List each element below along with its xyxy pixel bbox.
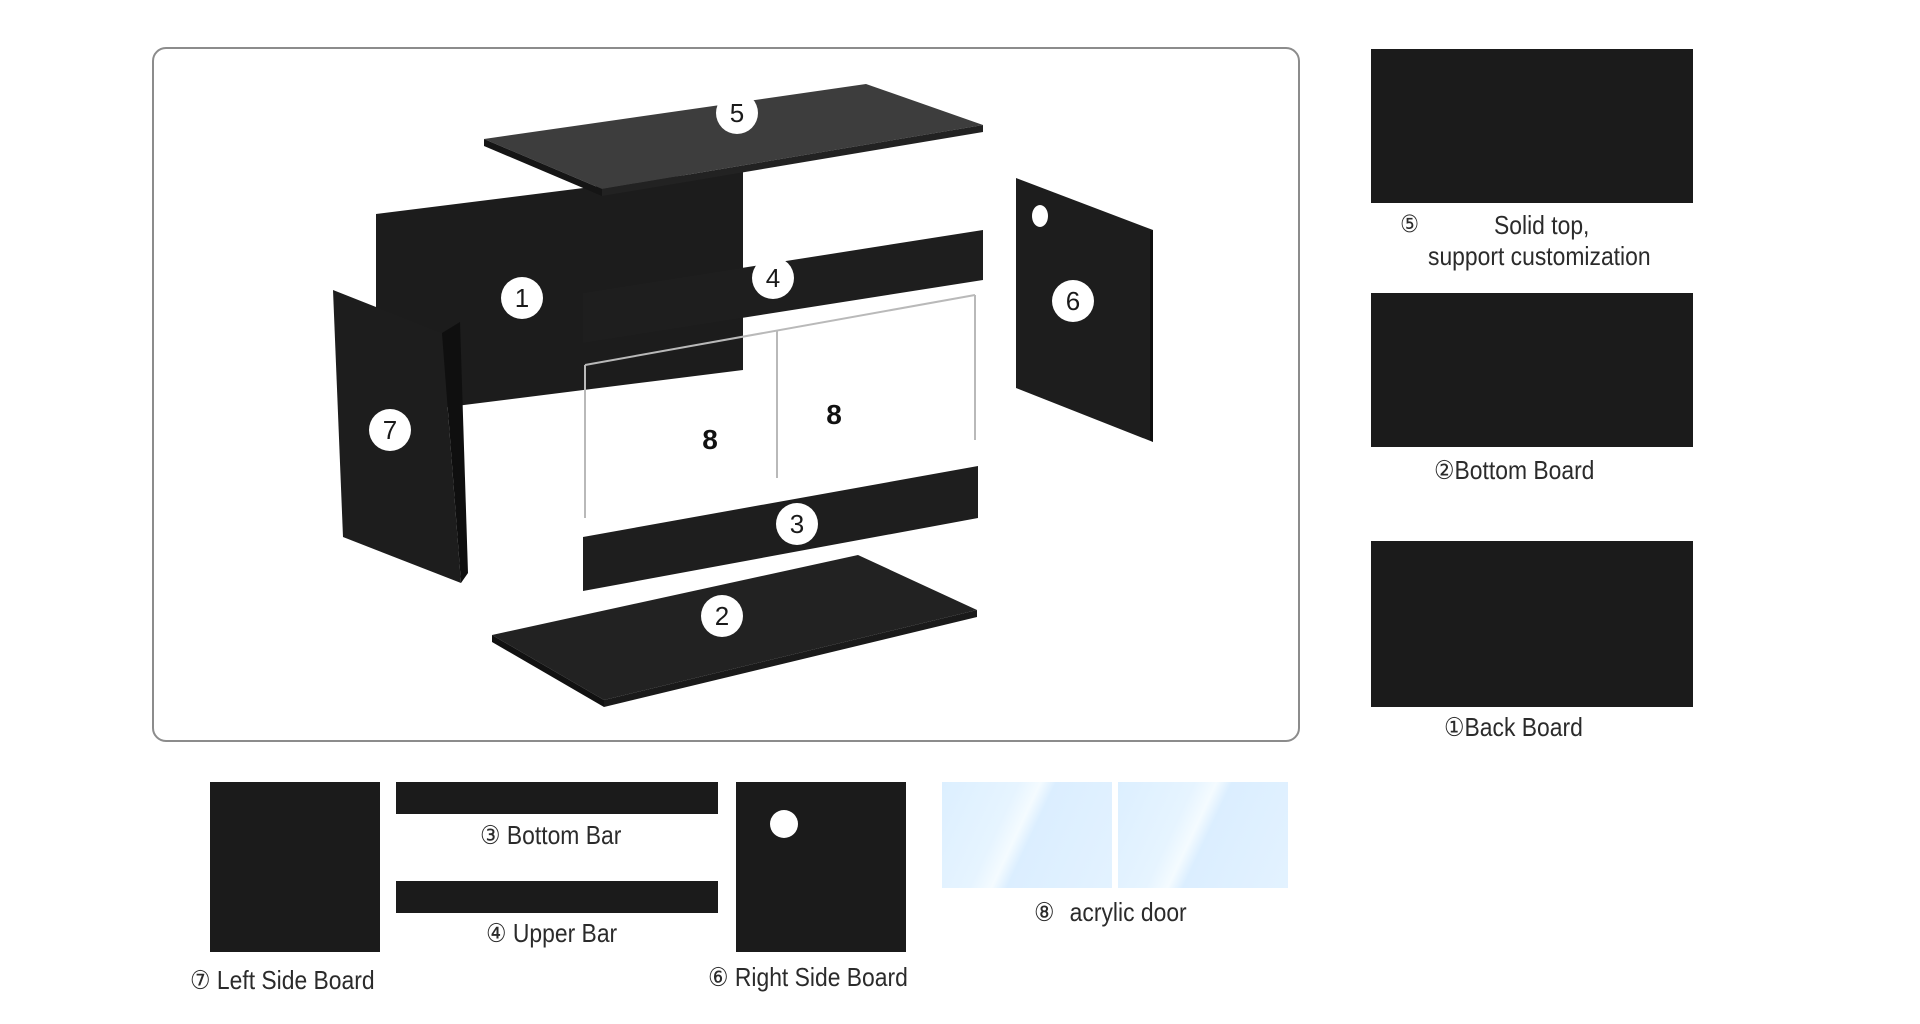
right-side-board-caption: ⑥ Right Side Board — [708, 964, 908, 990]
door-label-left: 8 — [702, 424, 718, 455]
solid-top-caption: ⑤ — [1400, 212, 1419, 238]
acrylic-door-number: ⑧ — [1034, 897, 1055, 927]
acrylic-door-label: acrylic door — [1069, 897, 1187, 927]
callout-2: 2 — [701, 595, 743, 637]
bottom-board-label: Bottom Board — [1454, 455, 1595, 485]
callout-7-label: 7 — [383, 415, 397, 445]
left-side-board-number: ⑦ — [190, 965, 211, 995]
solid-top-line2: support customization — [1428, 241, 1651, 271]
callout-1: 1 — [501, 277, 543, 319]
cable-hole-icon — [770, 810, 798, 838]
acrylic-door-caption: ⑧ acrylic door — [1034, 899, 1187, 925]
solid-top-number: ⑤ — [1400, 211, 1419, 238]
solid-top-swatch — [1371, 49, 1693, 203]
callout-7: 7 — [369, 409, 411, 451]
back-board-label: Back Board — [1464, 712, 1583, 742]
bottom-board-number: ② — [1434, 455, 1455, 485]
left-side-board-caption: ⑦ Left Side Board — [190, 967, 375, 993]
right-side-board-swatch — [736, 782, 906, 952]
upper-bar-caption: ④ Upper Bar — [486, 920, 617, 946]
callout-3-label: 3 — [790, 509, 804, 539]
callout-3: 3 — [776, 503, 818, 545]
callout-5: 5 — [716, 92, 758, 134]
back-board-swatch — [1371, 541, 1693, 707]
bottom-bar-number: ③ — [480, 820, 501, 850]
bottom-bar-label: Bottom Bar — [506, 820, 622, 850]
cable-hole — [1032, 205, 1048, 227]
bottom-board-swatch — [1371, 293, 1693, 447]
solid-top-line1: Solid top, — [1494, 210, 1590, 240]
right-side-board-label: Right Side Board — [734, 962, 908, 992]
callout-1-label: 1 — [515, 283, 529, 313]
door-label-right: 8 — [826, 399, 842, 430]
callout-2-label: 2 — [715, 601, 729, 631]
callout-5-label: 5 — [730, 98, 744, 128]
solid-top-part — [484, 84, 983, 189]
callout-4-label: 4 — [766, 263, 780, 293]
acrylic-door-swatch-left — [942, 782, 1112, 888]
upper-bar-label: Upper Bar — [512, 918, 618, 948]
left-side-board-label: Left Side Board — [216, 965, 375, 995]
upper-bar-swatch — [396, 881, 718, 913]
bottom-bar-caption: ③ Bottom Bar — [480, 822, 621, 848]
callout-6-label: 6 — [1066, 286, 1080, 316]
callout-4: 4 — [752, 257, 794, 299]
right-side-board-number: ⑥ — [708, 962, 729, 992]
bottom-bar-swatch — [396, 782, 718, 814]
upper-bar-number: ④ — [486, 918, 507, 948]
left-side-board-swatch — [210, 782, 380, 952]
callout-6: 6 — [1052, 280, 1094, 322]
back-board-number: ① — [1444, 712, 1465, 742]
bottom-board-caption: ②Bottom Board — [1434, 457, 1594, 483]
acrylic-door-swatch-right — [1118, 782, 1288, 888]
back-board-caption: ①Back Board — [1444, 714, 1583, 740]
acrylic-doors-part — [584, 294, 976, 518]
